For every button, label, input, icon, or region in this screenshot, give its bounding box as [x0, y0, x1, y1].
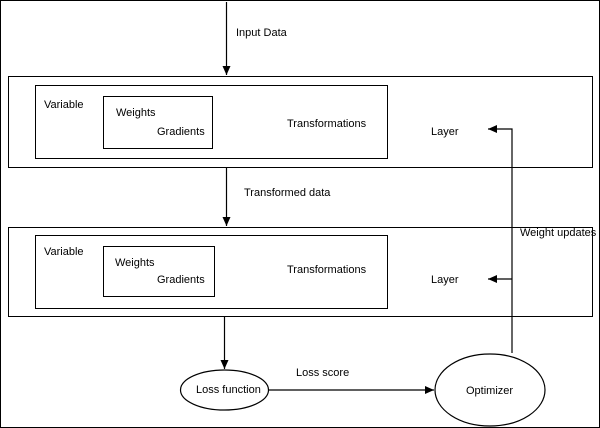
optimizer-label: Optimizer: [466, 385, 514, 397]
layer-2-outer-box: [8, 227, 593, 317]
layer-1-variable-box: [35, 85, 388, 159]
weight-updates-label: Weight updates: [520, 227, 597, 239]
layer-1-transformations-label: Transformations: [287, 118, 367, 130]
loss-function-label: Loss function: [196, 384, 261, 396]
layer-1-outer-box: [8, 76, 593, 168]
loss-score-label: Loss score: [296, 367, 350, 379]
optimizer-node: [434, 353, 546, 427]
loss-function-node: [179, 369, 270, 411]
layer-2-weights-box: [103, 246, 215, 297]
layer-1-gradients-label: Gradients: [157, 126, 205, 138]
transformed-data-label: Transformed data: [244, 187, 331, 199]
weight-updates-arrow-to-layer-1: [488, 125, 513, 353]
layer-2-gradients-label: Gradients: [157, 274, 205, 286]
layer-1-layer-label: Layer: [431, 126, 459, 138]
layer-1-weights-box: [103, 96, 213, 149]
layer-2-variable-box: [35, 235, 388, 309]
layer-2-weights-label: Weights: [115, 257, 155, 269]
input-data-label: Input Data: [236, 27, 287, 39]
layer-1-variable-label: Variable: [44, 99, 84, 111]
layer-2-transformations-label: Transformations: [287, 264, 367, 276]
layer-2-variable-label: Variable: [44, 246, 84, 258]
layer-2-layer-label: Layer: [431, 274, 459, 286]
layer-1-weights-label: Weights: [116, 107, 156, 119]
